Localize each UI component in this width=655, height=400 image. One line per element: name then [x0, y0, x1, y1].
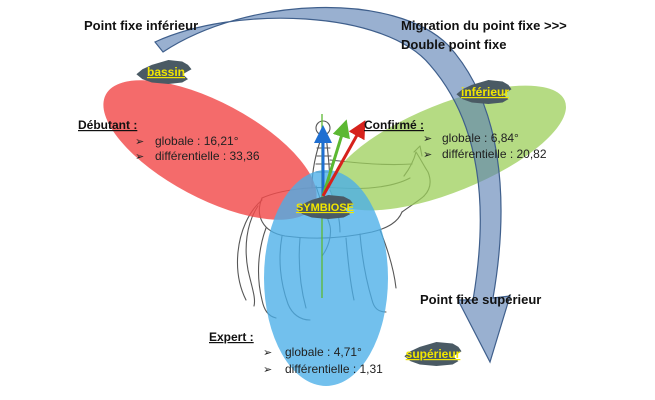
expert-title: Expert :: [209, 330, 254, 344]
confirme-differentielle: différentielle : 20,82: [442, 147, 547, 161]
bassin-badge: [136, 60, 192, 84]
expert-ellipse: [264, 170, 388, 386]
debutant-bullet-2: ➢: [135, 151, 144, 163]
superieur-label: supérieur: [406, 347, 461, 361]
point-fixe-superieur-title: Point fixe supérieur: [420, 292, 541, 307]
confirme-ellipse: [330, 85, 566, 211]
superieur-badge: [404, 342, 462, 366]
confirme-bullet-1: ➢: [423, 133, 432, 145]
expert-bullet-2: ➢: [263, 364, 272, 376]
debutant-bullet-1: ➢: [135, 136, 144, 148]
symbiose-badge: [296, 195, 354, 219]
bassin-label: bassin: [147, 65, 185, 79]
confirme-globale: globale : 6,84°: [442, 131, 519, 145]
migration-title-line1: Migration du point fixe >>>: [401, 18, 567, 33]
symbiose-label: SYMBIOSE: [296, 202, 354, 214]
expert-globale: globale : 4,71°: [285, 345, 362, 359]
expert-bullet-1: ➢: [263, 347, 272, 359]
migration-title-line2: Double point fixe: [401, 37, 506, 52]
inferieur-label: inférieur: [461, 85, 509, 99]
debutant-title: Débutant :: [78, 118, 137, 132]
debutant-globale: globale : 16,21°: [155, 134, 239, 148]
confirme-bullet-2: ➢: [423, 149, 432, 161]
green-vector-arrow: [321, 119, 350, 197]
red-vector-arrow: [321, 120, 366, 197]
expert-differentielle: différentielle : 1,31: [285, 362, 383, 376]
point-fixe-inferieur-title: Point fixe inférieur: [84, 18, 198, 33]
debutant-differentielle: différentielle : 33,36: [155, 149, 260, 163]
confirme-title: Confirmé :: [364, 118, 424, 132]
debutant-ellipse: [103, 80, 317, 220]
migration-arrow: [154, 7, 511, 364]
inferieur-badge: [456, 80, 512, 104]
